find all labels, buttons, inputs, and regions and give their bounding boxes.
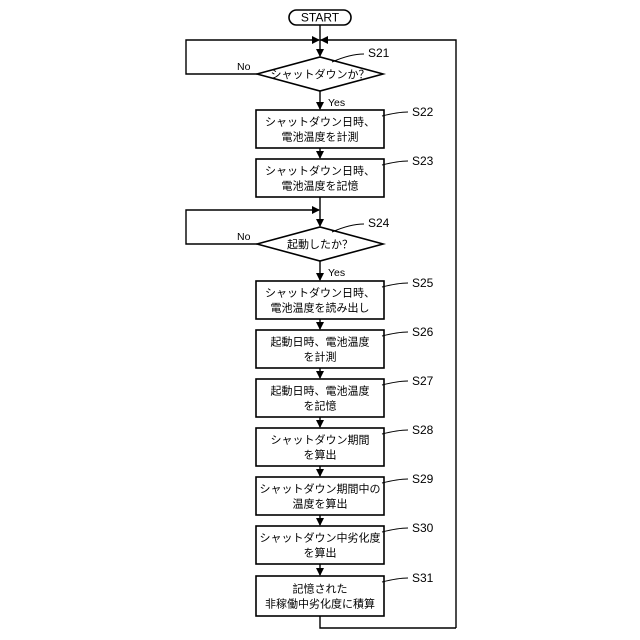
step-id-leader	[382, 578, 408, 582]
process-text: 電池温度を計測	[282, 130, 359, 144]
process-text: シャットダウン期間	[271, 433, 370, 447]
arrowhead	[316, 273, 324, 281]
arrowhead	[312, 36, 320, 44]
process-text: シャットダウン中劣化度	[260, 531, 381, 545]
step-id: S27	[412, 374, 434, 388]
step-id: S30	[412, 521, 434, 535]
arrowhead	[316, 568, 324, 576]
arrowhead	[316, 469, 324, 477]
step-id: S24	[368, 216, 390, 230]
step-id-leader	[382, 112, 408, 116]
process-text: を算出	[304, 546, 337, 560]
step-id-leader	[382, 528, 408, 532]
arrowhead	[316, 102, 324, 110]
decision-text: シャットダウンか？	[271, 67, 370, 81]
process-text: 記憶された	[293, 582, 348, 596]
start-label: START	[301, 11, 340, 25]
arrowhead	[316, 322, 324, 330]
step-id: S25	[412, 276, 434, 290]
connector-line	[320, 616, 456, 628]
step-id: S21	[368, 46, 390, 60]
step-id: S29	[412, 472, 434, 486]
arrowhead	[316, 49, 324, 57]
step-id-leader	[382, 479, 408, 483]
arrowhead	[316, 219, 324, 227]
process-text: 起動日時、電池温度	[271, 335, 370, 349]
process-text: 非稼働中劣化度に積算	[265, 597, 375, 611]
arrowhead	[320, 36, 328, 44]
process-text: シャットダウン日時、	[265, 115, 375, 129]
arrowhead	[312, 206, 320, 214]
process-text: 温度を算出	[293, 497, 348, 511]
step-id: S28	[412, 423, 434, 437]
arrowhead	[316, 151, 324, 159]
no-label: No	[237, 231, 251, 243]
process-text: 電池温度を読み出し	[271, 301, 370, 315]
decision-text: 起動したか？	[287, 237, 353, 251]
step-id: S26	[412, 325, 434, 339]
arrowhead	[316, 518, 324, 526]
process-text: シャットダウン日時、	[265, 286, 375, 300]
step-id-leader	[382, 381, 408, 385]
process-text: シャットダウン日時、	[265, 164, 375, 178]
step-id: S22	[412, 105, 434, 119]
step-id-leader	[382, 283, 408, 287]
step-id: S23	[412, 154, 434, 168]
process-text: を算出	[304, 448, 337, 462]
process-text: 電池温度を記憶	[282, 179, 359, 193]
process-text: 起動日時、電池温度	[271, 384, 370, 398]
process-text: を記憶	[304, 399, 337, 413]
flowchart-shapes: STARTシャットダウンか？S21NoYesシャットダウン日時、電池温度を計測S…	[237, 10, 434, 616]
step-id: S31	[412, 571, 434, 585]
yes-label: Yes	[328, 267, 345, 279]
step-id-leader	[382, 161, 408, 165]
process-text: シャットダウン期間中の	[260, 482, 381, 496]
step-id-leader	[382, 332, 408, 336]
process-text: を計測	[304, 350, 337, 364]
no-label: No	[237, 61, 251, 73]
arrowhead	[316, 420, 324, 428]
arrowhead	[316, 371, 324, 379]
step-id-leader	[382, 430, 408, 434]
yes-label: Yes	[328, 97, 345, 109]
